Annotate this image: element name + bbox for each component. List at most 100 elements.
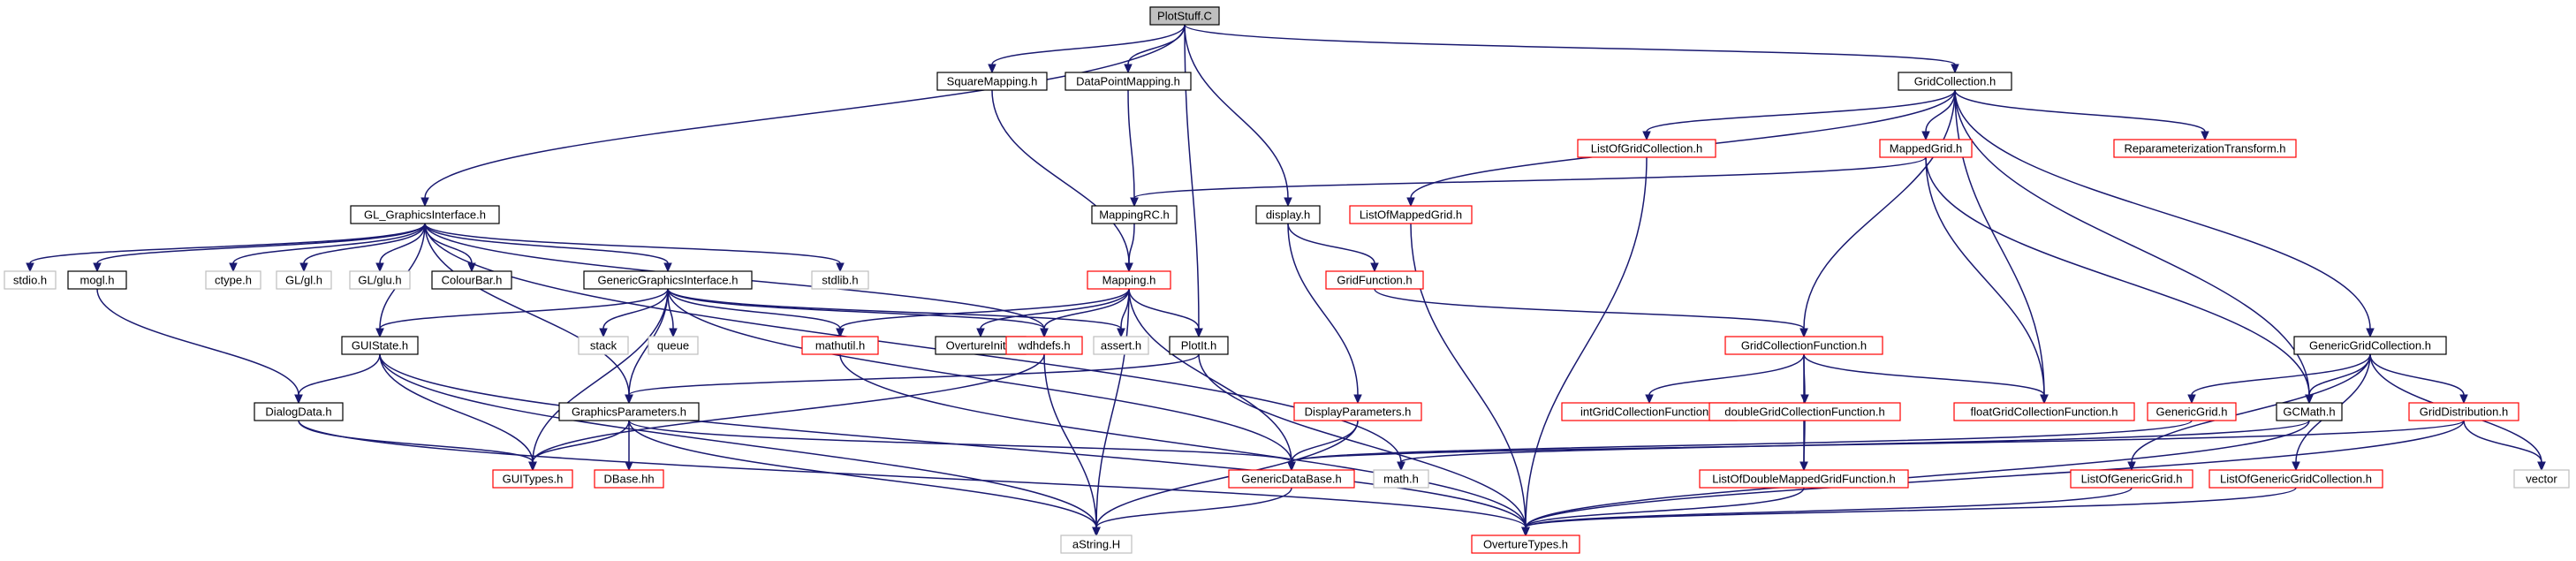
node-ctype[interactable]: ctype.h xyxy=(205,270,261,290)
node-mogl[interactable]: mogl.h xyxy=(67,270,127,290)
edge-gl_graphicsinterface-to-math xyxy=(424,223,1405,472)
node-stdio[interactable]: stdio.h xyxy=(4,270,57,290)
edge-mapping-to-mathutil xyxy=(836,288,1130,338)
node-label: GenericDataBase.h xyxy=(1241,473,1341,486)
node-label: PlotIt.h xyxy=(1181,339,1216,353)
node-listofgenericgrid[interactable]: ListOfGenericGrid.h xyxy=(2070,469,2193,489)
node-guistate[interactable]: GUIState.h xyxy=(341,336,419,355)
node-genericgridcollection[interactable]: GenericGridCollection.h xyxy=(2293,336,2447,355)
node-floatgridcollectionfunction[interactable]: floatGridCollectionFunction.h xyxy=(1953,402,2135,421)
node-griddistribution[interactable]: GridDistribution.h xyxy=(2408,402,2519,421)
node-box xyxy=(1087,270,1171,290)
node-wdhdefs[interactable]: wdhdefs.h xyxy=(1005,336,1083,355)
edge-genericgridcollection-to-listofgenericgrid xyxy=(2127,353,2371,472)
node-dialogdata[interactable]: DialogData.h xyxy=(254,402,344,421)
node-vector[interactable]: vector xyxy=(2513,469,2570,489)
node-queue[interactable]: queue xyxy=(648,336,699,355)
edge-gridcollection-to-gridcollectionfunction xyxy=(1799,89,1956,338)
node-datapointmapping[interactable]: DataPointMapping.h xyxy=(1064,72,1192,91)
node-genericgrid[interactable]: GenericGrid.h xyxy=(2147,402,2237,421)
node-box xyxy=(341,336,419,355)
node-assert[interactable]: assert.h xyxy=(1093,336,1149,355)
node-mappingrc[interactable]: MappingRC.h xyxy=(1091,205,1178,224)
node-label: MappedGrid.h xyxy=(1890,142,1962,155)
node-listofgridcollection[interactable]: ListOfGridCollection.h xyxy=(1577,139,1716,158)
node-label: ListOfGenericGridCollection.h xyxy=(2220,473,2372,486)
node-label: stdio.h xyxy=(13,274,47,287)
node-gcmath[interactable]: GCMath.h xyxy=(2276,402,2343,421)
node-reparameterizationtransform[interactable]: ReparameterizationTransform.h xyxy=(2113,139,2297,158)
node-listofdoublemappedgridfunction[interactable]: ListOfDoubleMappedGridFunction.h xyxy=(1699,469,1909,489)
node-label: GenericGridCollection.h xyxy=(2309,339,2431,353)
node-stack[interactable]: stack xyxy=(578,336,629,355)
node-box xyxy=(558,402,700,421)
node-label: GUITypes.h xyxy=(503,473,564,486)
edge-mapping-to-plotit xyxy=(1128,288,1203,338)
node-gridfunction[interactable]: GridFunction.h xyxy=(1325,270,1424,290)
node-plotit[interactable]: PlotIt.h xyxy=(1169,336,1229,355)
node-box xyxy=(431,270,512,290)
node-guitypes[interactable]: GUITypes.h xyxy=(492,469,573,489)
edge-gridcollection-to-mappedgrid xyxy=(1921,89,1956,141)
edge-guistate-to-guitypes xyxy=(379,353,537,472)
edge-gridcollectionfunction-to-doublegridcollectionfunction xyxy=(1800,353,1809,405)
node-gridcollectionfunction[interactable]: GridCollectionFunction.h xyxy=(1724,336,1883,355)
node-label: GenericGrid.h xyxy=(2156,406,2228,419)
node-label: ListOfMappedGrid.h xyxy=(1360,208,1462,222)
node-gl_graphicsinterface[interactable]: GL_GraphicsInterface.h xyxy=(350,205,500,224)
node-doublegridcollectionfunction[interactable]: doubleGridCollectionFunction.h xyxy=(1708,402,1901,421)
node-box xyxy=(594,469,664,489)
edge-plotstuff-to-datapointmapping xyxy=(1124,24,1186,74)
node-box xyxy=(1149,6,1220,26)
node-label: ListOfGenericGrid.h xyxy=(2081,473,2183,486)
edge-plotstuff-to-display xyxy=(1184,24,1292,208)
node-stdlib[interactable]: stdlib.h xyxy=(811,270,869,290)
node-box xyxy=(2276,402,2343,421)
edge-genericgraphicsinterface-to-genericdatabase xyxy=(667,288,1296,472)
node-box xyxy=(1898,72,2012,91)
node-box xyxy=(2147,402,2237,421)
node-graphicsparameters[interactable]: GraphicsParameters.h xyxy=(558,402,700,421)
node-colourbar[interactable]: ColourBar.h xyxy=(431,270,512,290)
node-mapping[interactable]: Mapping.h xyxy=(1087,270,1171,290)
edge-graphicsparameters-to-astring xyxy=(628,420,1101,537)
node-genericdatabase[interactable]: GenericDataBase.h xyxy=(1228,469,1355,489)
node-math[interactable]: math.h xyxy=(1373,469,1429,489)
node-gridcollection[interactable]: GridCollection.h xyxy=(1898,72,2012,91)
node-label: ListOfGridCollection.h xyxy=(1591,142,1702,155)
node-box xyxy=(1005,336,1083,355)
node-glgl[interactable]: GL/gl.h xyxy=(276,270,332,290)
node-listofmappedgrid[interactable]: ListOfMappedGrid.h xyxy=(1349,205,1473,224)
node-label: ColourBar.h xyxy=(442,274,503,287)
node-label: GL_GraphicsInterface.h xyxy=(364,208,486,222)
node-genericgraphicsinterface[interactable]: GenericGraphicsInterface.h xyxy=(583,270,753,290)
node-overturetypes[interactable]: OvertureTypes.h xyxy=(1471,534,1580,554)
edge-gridcollectionfunction-to-intgridcollectionfunction xyxy=(1645,353,1805,405)
node-box xyxy=(1093,336,1149,355)
node-box xyxy=(801,336,879,355)
node-astring[interactable]: aString.H xyxy=(1060,534,1133,554)
node-box xyxy=(2070,469,2193,489)
node-glglu[interactable]: GL/glu.h xyxy=(349,270,411,290)
edge-mapping-to-astring xyxy=(1092,288,1130,537)
edge-listofgridcollection-to-overturetypes xyxy=(1521,156,1648,537)
node-squaremapping[interactable]: SquareMapping.h xyxy=(936,72,1048,91)
node-box xyxy=(811,270,869,290)
node-box xyxy=(1373,469,1429,489)
node-dbase[interactable]: DBase.hh xyxy=(594,469,664,489)
node-display[interactable]: display.h xyxy=(1255,205,1321,224)
node-label: vector xyxy=(2526,473,2557,486)
edge-mappedgrid-to-gcmath xyxy=(1925,156,2314,405)
edge-displayparameters-to-genericdatabase xyxy=(1287,420,1359,472)
node-mappedgrid[interactable]: MappedGrid.h xyxy=(1879,139,1973,158)
edge-plotstuff-to-squaremapping xyxy=(988,24,1186,74)
node-mathutil[interactable]: mathutil.h xyxy=(801,336,879,355)
node-label: GridFunction.h xyxy=(1337,274,1412,287)
node-box xyxy=(2408,402,2519,421)
node-label: GL/gl.h xyxy=(285,274,322,287)
node-box xyxy=(1325,270,1424,290)
node-listofgenericgridcollection[interactable]: ListOfGenericGridCollection.h xyxy=(2209,469,2383,489)
edge-plotstuff-to-gridcollection xyxy=(1184,24,1959,74)
node-overtureinit[interactable]: OvertureInit.h xyxy=(935,336,1027,355)
node-displayparameters[interactable]: DisplayParameters.h xyxy=(1293,402,1422,421)
